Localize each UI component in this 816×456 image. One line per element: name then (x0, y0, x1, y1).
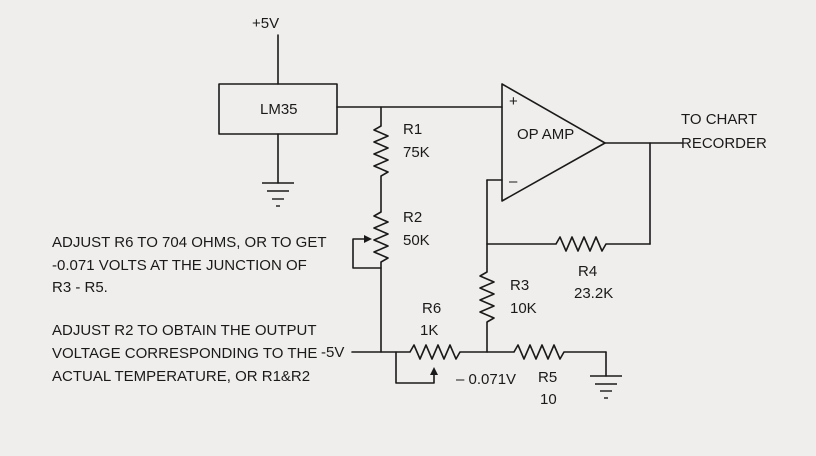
r6-wiper-arrow (430, 367, 438, 375)
adjust-r2-note: ADJUST R2 TO OBTAIN THE OUTPUT VOLTAGE C… (52, 322, 317, 385)
r6-value: 1K (420, 322, 438, 339)
note1-line1: ADJUST R6 TO 704 OHMS, OR TO GET (52, 234, 327, 251)
r1-value: 75K (403, 144, 430, 161)
negative-supply-label: -5V (321, 344, 344, 361)
r4-value: 23.2K (574, 285, 613, 302)
output-label-line1: TO CHART (681, 111, 757, 128)
note1-line2: -0.071 VOLTS AT THE JUNCTION OF (52, 257, 307, 274)
r2-potentiometer (373, 211, 389, 263)
r1-resistor (373, 125, 389, 177)
r3-name: R3 (510, 277, 529, 294)
r5-resistor (513, 344, 565, 360)
r2-name: R2 (403, 209, 422, 226)
note2-line3: ACTUAL TEMPERATURE, OR R1&R2 (52, 368, 310, 385)
lm35-label: LM35 (260, 101, 298, 118)
r4-name: R4 (578, 263, 597, 280)
r3-value: 10K (510, 300, 537, 317)
r5-value: 10 (540, 391, 557, 408)
output-label-line2: RECORDER (681, 135, 767, 152)
junction-voltage-label: – 0.071V (456, 371, 516, 388)
lm35-ground-symbol (262, 182, 294, 207)
r5-name: R5 (538, 369, 557, 386)
r6-name: R6 (422, 300, 441, 317)
note1-line3: R3 - R5. (52, 279, 108, 296)
r3-resistor (479, 271, 495, 323)
op-amp-plus-sign: + (509, 93, 518, 110)
r4-resistor (555, 236, 607, 252)
op-amp-label: OP AMP (517, 126, 574, 143)
r6-potentiometer (409, 344, 461, 360)
r2-wiper-arrow (364, 235, 372, 243)
adjust-r6-note: ADJUST R6 TO 704 OHMS, OR TO GET -0.071 … (52, 234, 327, 296)
op-amp-minus-sign: – (509, 173, 518, 190)
note2-line2: VOLTAGE CORRESPONDING TO THE (52, 345, 317, 362)
r5-ground-symbol (590, 375, 622, 399)
r6-wiper-wire (395, 351, 435, 384)
note2-line1: ADJUST R2 TO OBTAIN THE OUTPUT (52, 322, 317, 339)
r2-value: 50K (403, 232, 430, 249)
op-amp-symbol (501, 83, 606, 202)
r1-name: R1 (403, 121, 422, 138)
positive-supply-label: +5V (252, 15, 279, 32)
r2-wiper-wire (352, 238, 382, 269)
